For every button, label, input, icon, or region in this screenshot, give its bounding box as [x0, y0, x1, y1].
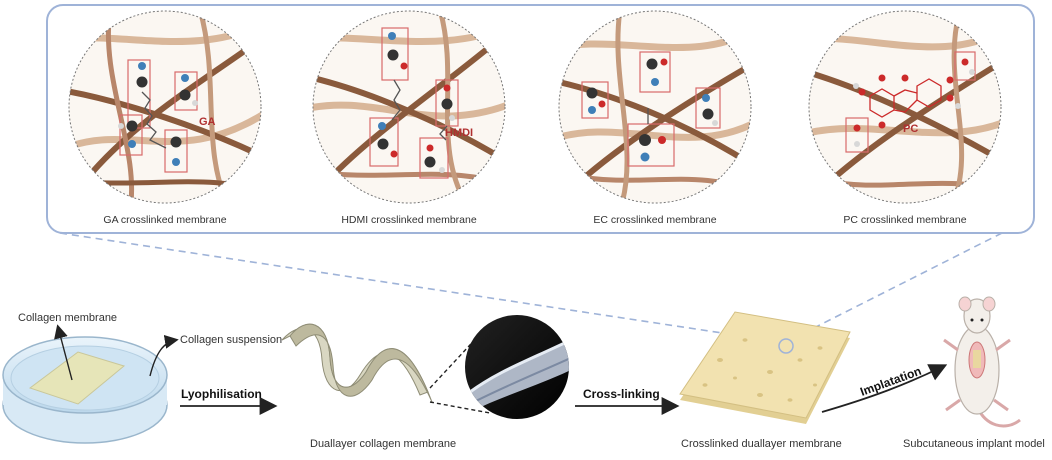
- pc-caption: PC crosslinked membrane: [843, 214, 966, 226]
- arrow-implantation: [821, 364, 948, 413]
- crosslinking-panel: [46, 4, 1035, 234]
- collagen-membrane-label: Collagen membrane: [18, 312, 117, 324]
- hmdi-tag: HMDI: [445, 127, 473, 139]
- ga-caption: GA crosslinked membrane: [103, 214, 226, 226]
- hmdi-caption: HDMI crosslinked membrane: [341, 214, 477, 226]
- duallayer-membrane: [281, 323, 433, 403]
- zoom-line-left: [59, 232, 783, 343]
- implant-model-label: Subcutaneous implant model: [903, 438, 1045, 450]
- crosslinked-label: Crosslinked duallayer membrane: [681, 438, 842, 450]
- arrow-collagen-suspension: [149, 334, 179, 377]
- ec-caption: EC crosslinked membrane: [593, 214, 716, 226]
- petri-dish: [2, 336, 168, 444]
- pc-tag: PC: [903, 123, 918, 135]
- zoom-line-right: [789, 232, 1003, 341]
- ec-circle: [558, 10, 752, 204]
- micrograph-lens: [429, 315, 569, 419]
- ga-tag: GA: [199, 116, 216, 128]
- crosslinking-label: Cross-linking: [583, 387, 660, 401]
- implantation-label: Implatation: [858, 364, 923, 399]
- lyophilisation-label: Lyophilisation: [181, 387, 262, 401]
- duallayer-label: Duallayer collagen membrane: [310, 438, 456, 450]
- rat-illustration: [943, 296, 1021, 428]
- crosslinked-membrane: [679, 311, 851, 424]
- collagen-suspension-label: Collagen suspension: [180, 334, 282, 346]
- pc-circle: [808, 10, 1002, 204]
- arrow-collagen-membrane: [54, 324, 73, 381]
